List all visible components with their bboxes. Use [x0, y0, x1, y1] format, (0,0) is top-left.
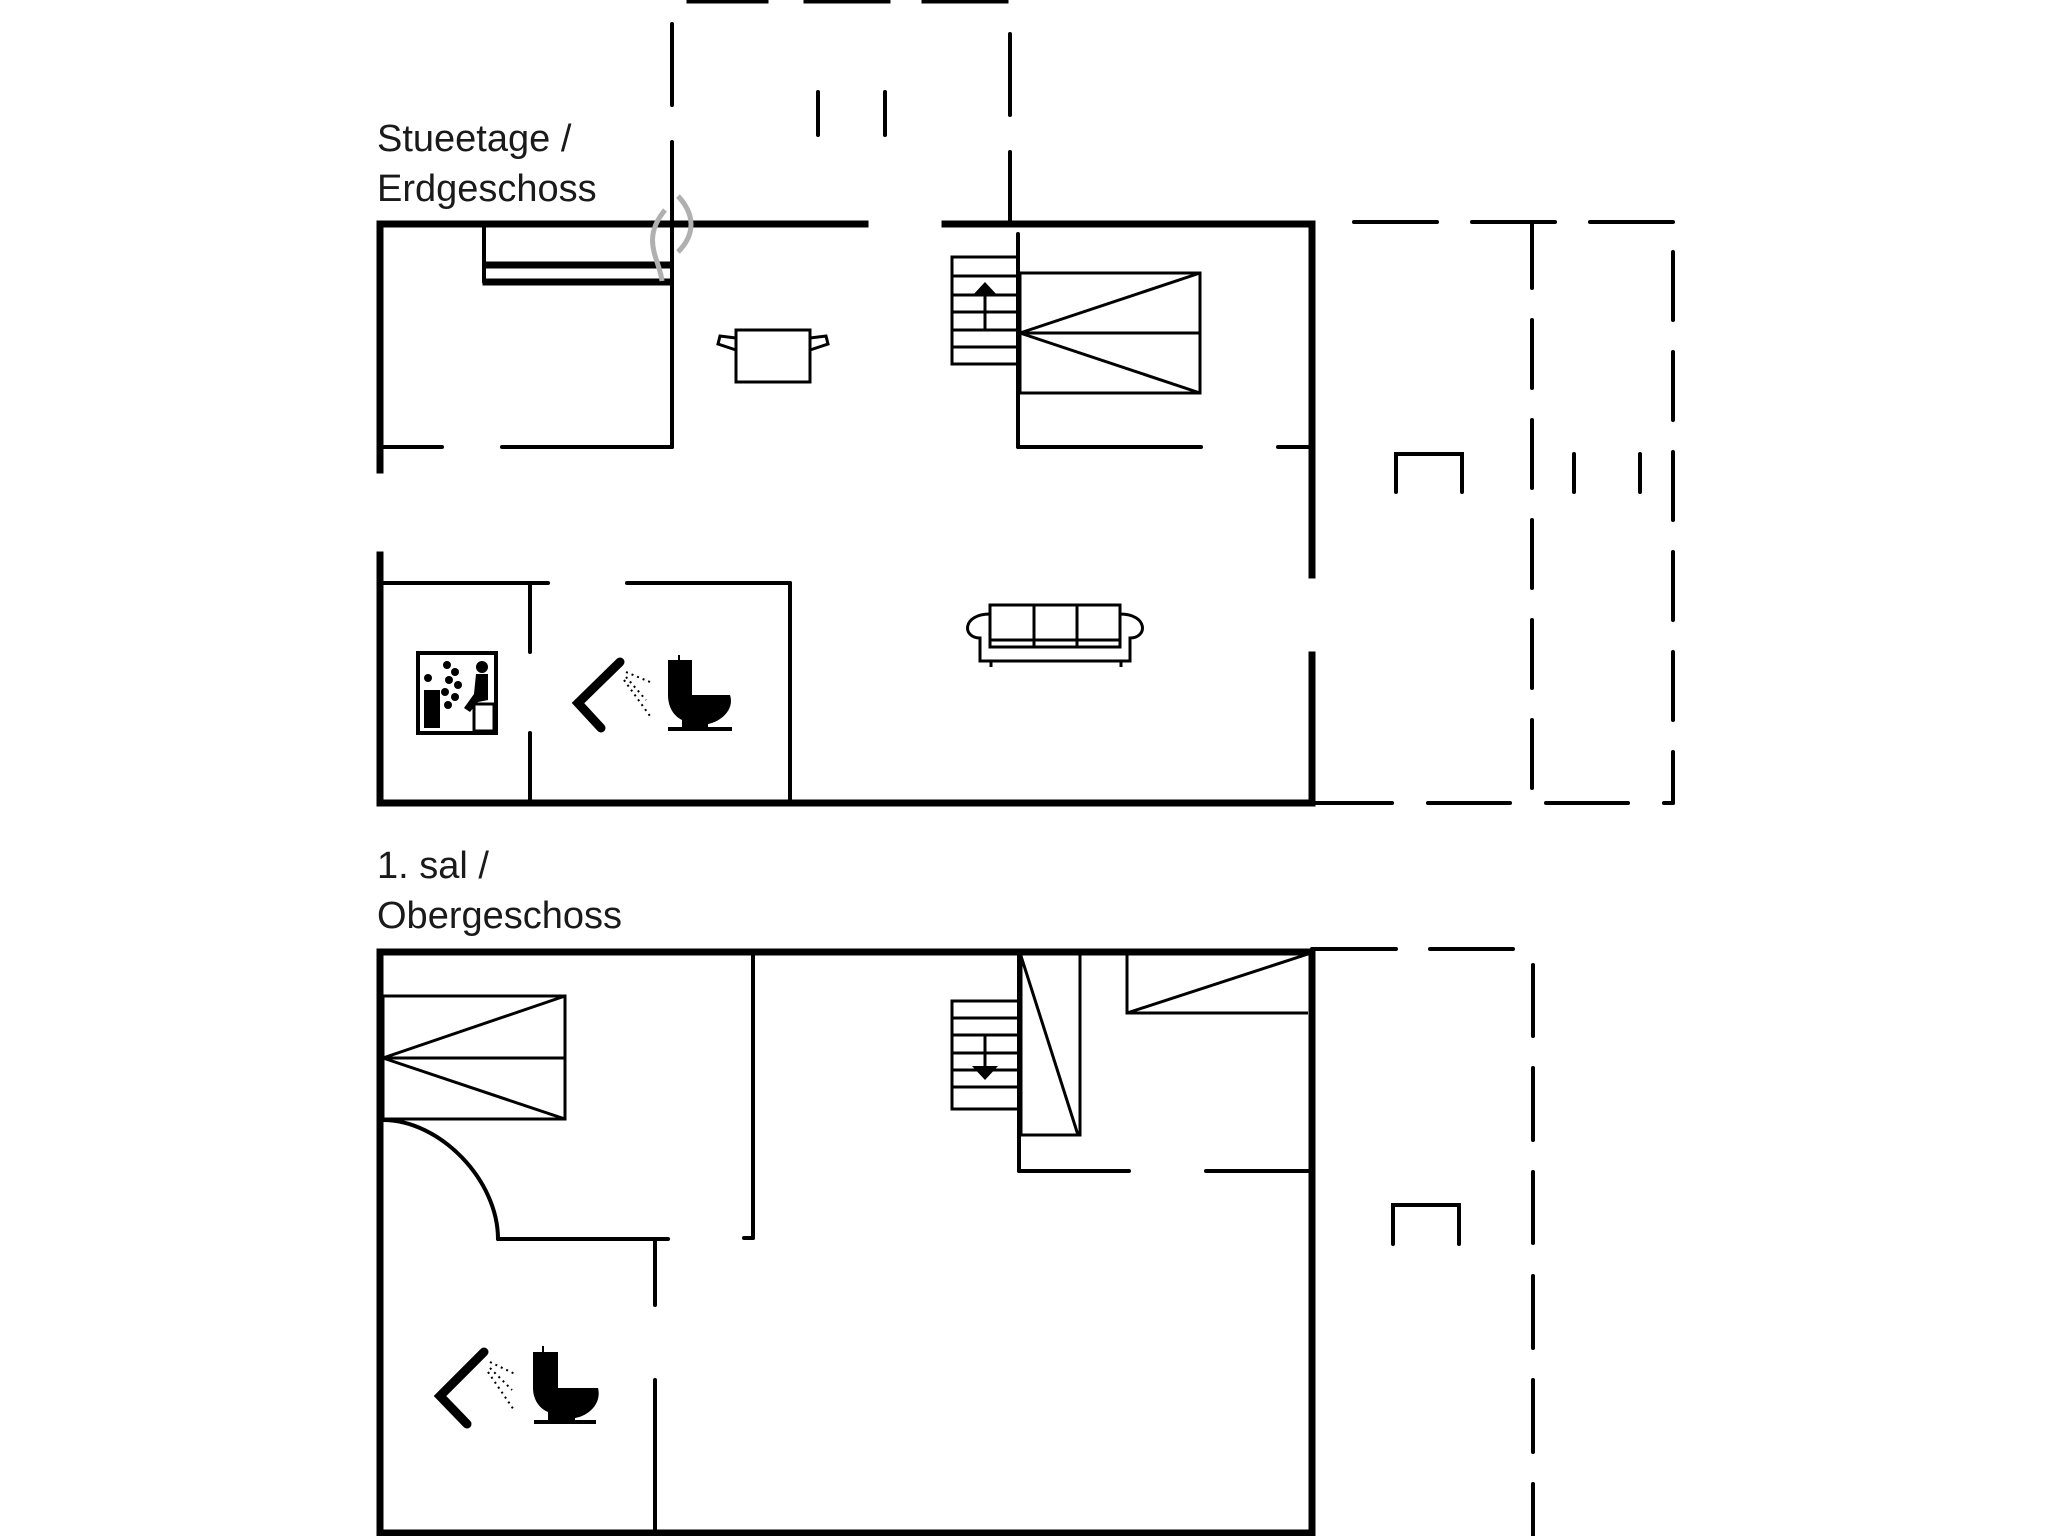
- ground-annex-dashed: [1310, 220, 1675, 805]
- upper-outer-walls: [376, 948, 1316, 1536]
- ground-interior-walls: [380, 222, 1312, 805]
- upper-floor-label: 1. sal / Obergeschoss: [377, 841, 622, 941]
- top-annex-dashed: [670, 0, 1012, 226]
- bunk-icon: [1125, 952, 1309, 1015]
- upper-interior-walls: [381, 952, 1310, 1535]
- stair-landing: [1019, 952, 1082, 1137]
- ground-floor-label: Stueetage / Erdgeschoss: [377, 114, 597, 214]
- ground-floor-title-line1: Stueetage /: [377, 118, 572, 160]
- shower-icon: [571, 657, 651, 733]
- stairs-down-icon: [950, 999, 1021, 1111]
- ground-outer-walls: [376, 220, 1316, 807]
- bed-icon: [381, 994, 567, 1121]
- ground-floor-plan: [376, 0, 1675, 807]
- shower-icon: [433, 1347, 516, 1429]
- upper-annex-dashed: [1310, 947, 1535, 1536]
- ground-floor-title-line2: Erdgeschoss: [377, 168, 597, 210]
- kitchen-pot-icon: [650, 194, 830, 384]
- stairs-up-icon: [950, 255, 1020, 366]
- toilet-icon: [533, 1346, 599, 1424]
- upper-floor-title-line2: Obergeschoss: [377, 895, 623, 937]
- upper-floor-title-line1: 1. sal /: [377, 845, 489, 887]
- upper-floor-plan: [376, 947, 1535, 1536]
- ground-chair-icon: [1394, 452, 1464, 494]
- upper-chair-icon: [1391, 1203, 1461, 1246]
- bed-icon: [1018, 271, 1202, 395]
- sauna-icon: [416, 651, 498, 735]
- sofa-icon: [966, 603, 1144, 667]
- toilet-icon: [668, 655, 732, 731]
